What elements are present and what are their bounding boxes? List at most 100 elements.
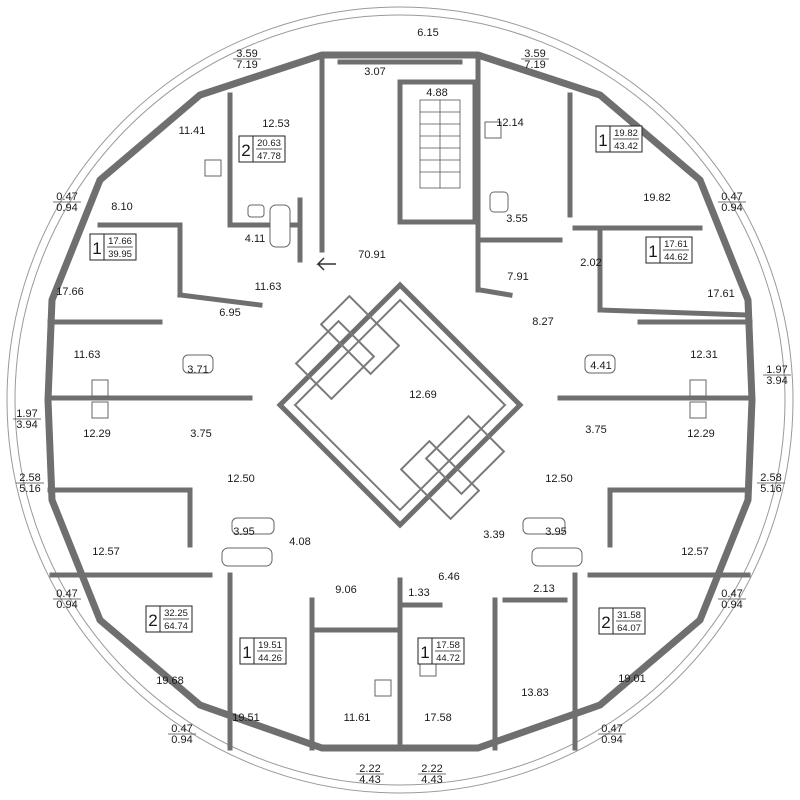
stair-area-label: 4.88 <box>426 87 447 99</box>
apartment-room-count: 2 <box>241 141 250 160</box>
room-area-label: 8.10 <box>111 201 132 213</box>
bathroom-fixtures <box>182 191 616 567</box>
room-area-label: 2.22 <box>359 763 380 775</box>
apartment-badge: 1 17.58 44.72 <box>417 637 465 665</box>
room-area-label: 0.47 <box>601 723 622 735</box>
apartment-badge: 1 17.61 44.62 <box>645 236 693 264</box>
room-sub-area-label: 0.94 <box>56 599 77 611</box>
room-area-label: 4.08 <box>289 536 310 548</box>
room-sub-area-label: 0.94 <box>171 734 192 746</box>
room-sub-area-label: 5.16 <box>19 483 40 495</box>
room-area-label: 19.01 <box>618 673 646 685</box>
room-sub-area-label: 4.43 <box>421 774 442 786</box>
apartment-badge: 2 32.25 64.74 <box>145 605 193 633</box>
apartment-living-area: 31.58 <box>617 610 641 621</box>
room-area-label: 3.75 <box>585 424 606 436</box>
room-area-label: 4.41 <box>590 360 611 372</box>
room-area-label: 19.51 <box>232 712 260 724</box>
apartment-room-count: 2 <box>148 611 157 630</box>
room-area-label: 3.59 <box>524 48 545 60</box>
room-sub-area-label: 0.94 <box>601 734 622 746</box>
room-area-label: 9.06 <box>335 584 356 596</box>
room-sub-area-label: 3.94 <box>16 419 37 431</box>
room-area-label: 12.29 <box>83 428 111 440</box>
room-area-label: 6.46 <box>438 571 459 583</box>
apartment-living-area: 19.51 <box>258 640 282 651</box>
room-area-label: 3.39 <box>483 529 504 541</box>
apartment-living-area: 17.58 <box>436 640 460 651</box>
room-area-label: 12.29 <box>687 428 715 440</box>
room-area-label: 12.57 <box>92 546 120 558</box>
room-area-label: 11.61 <box>344 712 371 724</box>
room-area-label: 17.66 <box>56 286 84 298</box>
apartment-total-area: 44.72 <box>436 653 460 664</box>
room-area-label: 1.97 <box>16 408 37 420</box>
room-sub-area-label: 7.19 <box>524 59 545 71</box>
room-area-label: 2.22 <box>421 763 442 775</box>
apartment-total-area: 64.07 <box>617 623 641 634</box>
room-area-label: 19.82 <box>643 192 671 204</box>
apartment-living-area: 17.66 <box>108 236 132 247</box>
room-area-label: 1.97 <box>766 364 787 376</box>
room-area-label: 12.31 <box>690 349 718 361</box>
room-area-label: 3.59 <box>236 48 257 60</box>
room-area-label: 2.58 <box>19 472 40 484</box>
room-area-label: 12.14 <box>496 117 524 129</box>
room-area-label: 0.47 <box>721 588 742 600</box>
apartment-badge: 2 20.63 47.78 <box>238 135 286 163</box>
entrance-arrow-icon <box>316 257 336 271</box>
interior-walls <box>47 52 753 751</box>
room-area-label: 2.58 <box>760 472 781 484</box>
apartment-room-count: 1 <box>648 242 657 261</box>
apartment-room-count: 1 <box>420 643 429 662</box>
apartment-room-count: 2 <box>601 613 610 632</box>
apartment-room-count: 1 <box>598 131 607 150</box>
room-area-label: 3.75 <box>190 428 211 440</box>
room-area-label: 13.83 <box>521 687 549 699</box>
apartment-room-count: 1 <box>242 643 251 662</box>
room-area-label: 19.68 <box>156 675 184 687</box>
room-area-label: 0.47 <box>56 588 77 600</box>
room-sub-area-label: 0.94 <box>721 202 742 214</box>
room-area-label: 0.47 <box>721 191 742 203</box>
room-area-label: 3.55 <box>506 213 527 225</box>
central-core-block <box>276 281 524 529</box>
room-sub-area-label: 3.94 <box>766 375 787 387</box>
apartment-total-area: 64.74 <box>164 621 188 632</box>
room-area-label: 8.27 <box>532 316 553 328</box>
room-area-label: 2.13 <box>533 583 554 595</box>
stair-icon <box>419 99 461 189</box>
apartment-living-area: 19.82 <box>614 128 638 139</box>
room-sub-area-label: 7.19 <box>236 59 257 71</box>
room-sub-area-label: 0.94 <box>56 202 77 214</box>
room-area-label: 12.57 <box>681 546 709 558</box>
room-area-label: 0.47 <box>56 191 77 203</box>
apartment-total-area: 47.78 <box>257 151 281 162</box>
room-area-label: 11.41 <box>179 125 206 137</box>
room-area-label: 3.95 <box>545 526 566 538</box>
room-area-label: 12.50 <box>545 473 573 485</box>
apartment-badge: 2 31.58 64.07 <box>598 607 646 635</box>
room-area-label: 2.02 <box>580 257 601 269</box>
apartment-living-area: 20.63 <box>257 138 281 149</box>
room-area-label: 6.95 <box>219 307 240 319</box>
room-area-label: 17.58 <box>424 712 452 724</box>
room-area-label: 12.50 <box>227 473 255 485</box>
room-area-label: 3.95 <box>233 526 254 538</box>
room-area-label: 17.61 <box>707 288 735 300</box>
vestibule-area-label: 3.07 <box>364 66 385 78</box>
room-area-label: 3.71 <box>187 364 208 376</box>
room-area-label: 11.63 <box>255 281 282 293</box>
apartment-living-area: 17.61 <box>664 239 688 250</box>
apartment-total-area: 44.62 <box>664 252 688 263</box>
apartment-living-area: 32.25 <box>164 608 188 619</box>
corridor-area-label: 70.91 <box>358 249 386 261</box>
room-area-label: 4.11 <box>245 233 266 245</box>
central-hall-area-label: 12.69 <box>409 389 437 401</box>
room-sub-area-label: 0.94 <box>721 599 742 611</box>
